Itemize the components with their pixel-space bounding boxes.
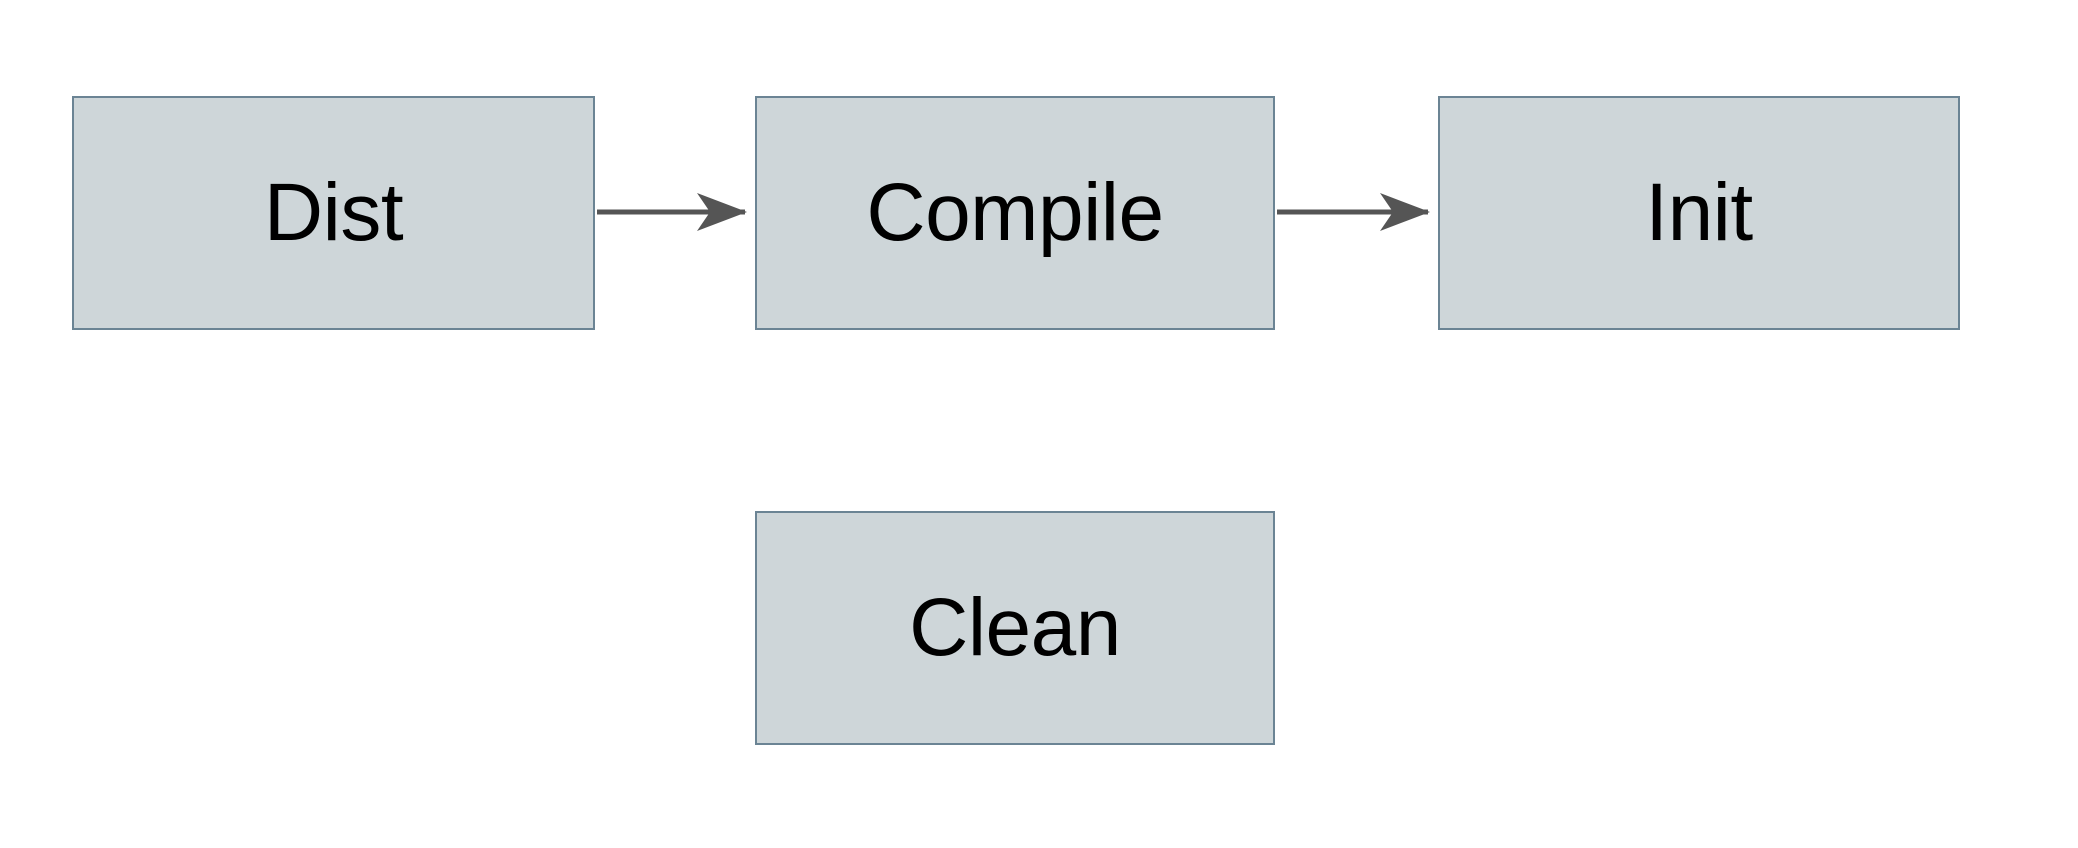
node-init-label: Init <box>1645 167 1753 258</box>
node-dist[interactable]: Dist <box>72 96 595 330</box>
node-compile[interactable]: Compile <box>755 96 1275 330</box>
node-clean-label: Clean <box>909 582 1121 673</box>
node-compile-label: Compile <box>866 167 1164 258</box>
node-init[interactable]: Init <box>1438 96 1960 330</box>
node-clean[interactable]: Clean <box>755 511 1275 745</box>
node-dist-label: Dist <box>263 167 404 258</box>
